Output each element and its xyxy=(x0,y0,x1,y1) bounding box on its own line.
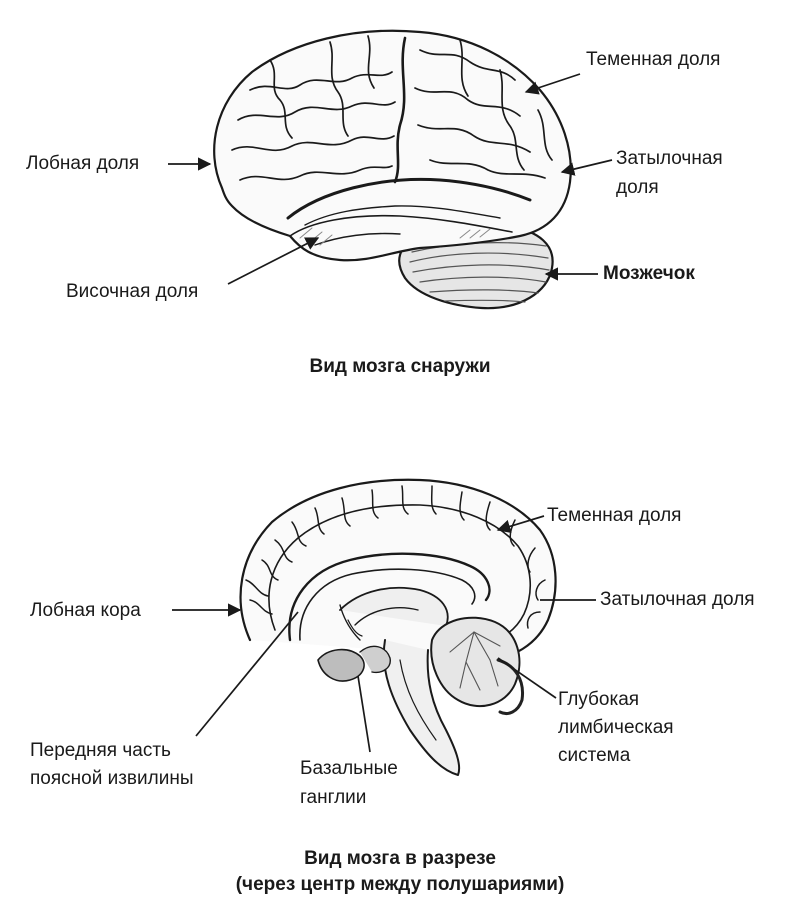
annotation-arrows xyxy=(168,73,613,753)
label-ext-occipital-1: Затылочная xyxy=(616,148,723,169)
label-ext-cerebellum: Мозжечок xyxy=(603,263,695,284)
leader-sec-basal xyxy=(357,675,371,753)
label-ext-parietal: Теменная доля xyxy=(586,49,721,70)
label-sec-limbic-3: система xyxy=(558,745,631,766)
caption-exterior: Вид мозга снаружи xyxy=(309,356,491,377)
section-brain-illustration xyxy=(239,478,557,776)
label-sec-basal-2: ганглии xyxy=(300,787,367,808)
label-sec-cingulate-2: поясной извилины xyxy=(30,768,194,789)
label-ext-frontal: Лобная доля xyxy=(26,153,140,174)
lateral-fissure xyxy=(286,177,532,220)
label-sec-basal-1: Базальные xyxy=(300,758,398,779)
label-sec-frontal-cortex: Лобная кора xyxy=(30,600,141,621)
label-ext-temporal: Височная доля xyxy=(66,281,199,302)
arrow-ext-occipital xyxy=(560,159,613,176)
label-sec-limbic-2: лимбическая xyxy=(558,717,674,738)
caption-section-2: (через центр между полушариями) xyxy=(235,874,565,895)
label-sec-occipital: Затылочная доля xyxy=(600,589,755,610)
corpus-callosum xyxy=(288,552,491,642)
leader-sec-cingulate xyxy=(195,611,299,737)
label-sec-limbic-1: Глубокая xyxy=(558,689,640,710)
label-sec-parietal: Теменная доля xyxy=(547,505,682,526)
exterior-brain-illustration xyxy=(213,29,572,310)
arrow-ext-parietal xyxy=(524,73,581,95)
arrow-sec-parietal xyxy=(496,515,545,533)
label-sec-cingulate-1: Передняя часть xyxy=(30,740,171,761)
arrow-ext-temporal xyxy=(227,237,320,285)
leader-sec-limbic xyxy=(497,657,557,699)
label-ext-occipital-2: доля xyxy=(616,177,659,198)
caption-section-1: Вид мозга в разрезе xyxy=(304,848,496,869)
